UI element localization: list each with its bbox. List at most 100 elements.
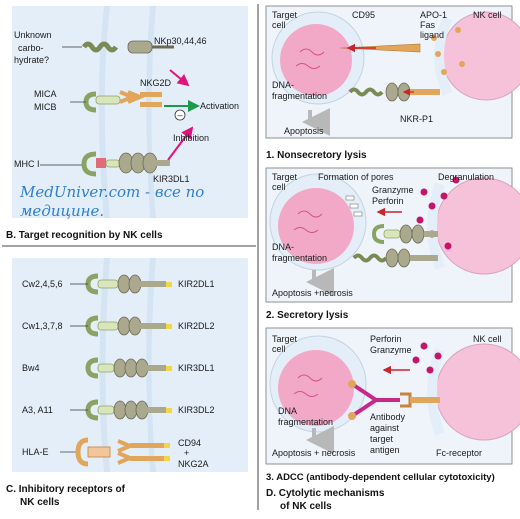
panel-d-caption-line-2: of NK cells: [280, 501, 332, 512]
d1-target-cell-label-2: cell: [272, 20, 286, 30]
row-4-ligand: A3, A11: [22, 405, 53, 415]
d3-fc-receptor-label: Fc-receptor: [436, 448, 482, 458]
d2-target-label: Target: [272, 172, 298, 182]
d2-target-label-2: cell: [272, 182, 286, 192]
nkg2d-activation-arrow: [169, 69, 190, 87]
d2-fragmentation-label: fragmentation: [272, 253, 327, 263]
label-nkg2d: NKG2D: [140, 78, 172, 88]
label-inhibition: Inhibition: [173, 133, 209, 143]
d2-granzyme-label: Granzyme: [372, 185, 414, 195]
label-nkp: NKp30,44,46: [154, 36, 207, 46]
granules-1: [431, 27, 465, 75]
d3-antibody-label-2: against: [370, 423, 400, 433]
d3-target-label: Target: [272, 334, 298, 344]
label-hydrate: hydrate?: [14, 55, 49, 65]
d1-apoptosis-label: Apoptosis: [284, 126, 324, 136]
label-activation: Activation: [200, 101, 239, 111]
granules-3: [412, 342, 442, 374]
d1-dna-label: DNA-: [272, 80, 294, 90]
d2-apoptosis-label: Apoptosis +necrosis: [272, 288, 353, 298]
label-unknown: Unknown: [14, 30, 52, 40]
target-nucleus-2: [278, 188, 354, 264]
inhibitory-row-1: [70, 273, 172, 295]
row-2-receptor: KIR2DL2: [178, 321, 215, 331]
d1-cd95-label: CD95: [352, 10, 375, 20]
d3-antibody-label-1: Antibody: [370, 412, 406, 422]
d1-target-cell-label: Target: [272, 10, 298, 20]
d2-carbohydrate-shape: [352, 253, 388, 263]
row-5-receptor-cd94: CD94: [178, 438, 201, 448]
pores: [345, 195, 363, 217]
d3-granzyme-label: Granzyme: [370, 345, 412, 355]
d3-target-label-2: cell: [272, 344, 286, 354]
panel-d2-caption: 2. Secretory lysis: [266, 310, 349, 321]
carbohydrate-ligand-shape: [81, 41, 119, 53]
inhibition-symbol: [174, 109, 186, 121]
d1-nk-cell-label: NK cell: [473, 10, 502, 20]
panel-d2-secretory-lysis: Target cell Formation of pores Degranula…: [265, 167, 520, 321]
nkp-receptor-shape: [127, 40, 174, 54]
panel-d3-caption: 3. ADCC (antibody-dependent cellular cyt…: [266, 472, 495, 483]
d1-apo1-label: APO-1: [420, 10, 447, 20]
kir3dl1-receptor-shape: [118, 152, 170, 174]
inhibition-arrow: [167, 126, 194, 161]
d2-perforin-label: Perforin: [372, 196, 404, 206]
d2-receptor-pair: [371, 224, 438, 244]
d2-dna-label: DNA-: [272, 242, 294, 252]
d3-nk-cell-label: NK cell: [473, 334, 502, 344]
panel-d3-adcc: Target cell NK cell Perforin Granzyme DN…: [265, 327, 520, 483]
panel-d1-caption: 1. Nonsecretory lysis: [266, 150, 367, 161]
panel-d-caption-line-1: D. Cytolytic mechanisms: [266, 488, 385, 499]
d3-dna-label: DNA: [278, 406, 297, 416]
nkr-p1-receptor-shape: [385, 82, 440, 102]
row-1-ligand: Cw2,4,5,6: [22, 279, 63, 289]
panel-b-background: [12, 6, 248, 218]
row-5-receptor-plus: +: [184, 448, 189, 458]
d1-fas-label: Fas: [420, 20, 436, 30]
d1-fragmentation-label: fragmentation: [272, 91, 327, 101]
inhibitory-row-5: [60, 437, 170, 467]
label-kir3dl1: KIR3DL1: [153, 174, 190, 184]
row-2-ligand: Cw1,3,7,8: [22, 321, 63, 331]
d3-antibody-label-3: target: [370, 434, 394, 444]
d2-degranulation-label: Degranulation: [438, 172, 494, 182]
d1-nkr-p1-label: NKR-P1: [400, 114, 433, 124]
d3-apoptosis-label: Apoptosis + necrosis: [272, 448, 356, 458]
d3-antibody-label-4: antigen: [370, 445, 400, 455]
panel-c-inhibitory-receptors: Cw2,4,5,6 KIR2DL1 Cw1,3,7,8 KIR2DL2 Bw4 …: [6, 258, 248, 508]
d1-ligand-label: ligand: [420, 30, 444, 40]
label-mhc-i: MHC I: [14, 159, 40, 169]
d2-receptor-lower: [385, 248, 438, 268]
row-3-ligand: Bw4: [22, 363, 40, 373]
fc-receptor-shape: [400, 392, 440, 408]
inhibitory-row-4: [70, 399, 172, 421]
dna-strands-3: [293, 374, 323, 397]
target-nucleus-3: [278, 350, 354, 426]
nkg2d-receptor-shape: [119, 90, 162, 107]
fas-ligand-shape: [339, 43, 421, 53]
watermark-line-2: медицине.: [20, 202, 104, 220]
d3-perforin-label: Perforin: [370, 334, 402, 344]
panel-b-caption: B. Target recognition by NK cells: [6, 230, 163, 241]
watermark-line-1: MedUniver.com - все по: [19, 183, 204, 201]
target-nucleus-1: [280, 24, 352, 96]
mhc-i-ligand-shape: [40, 151, 121, 177]
row-1-receptor: KIR2DL1: [178, 279, 215, 289]
dna-strands-1: [295, 48, 325, 69]
panel-d1-nonsecretory-lysis: Target cell NK cell CD95 APO-1 Fas ligan…: [265, 5, 520, 161]
d3-fragmentation-label: fragmentation: [278, 417, 333, 427]
row-3-receptor: KIR3DL1: [178, 363, 215, 373]
row-5-receptor-nkg2a: NKG2A: [178, 459, 209, 469]
minus-sign: –: [177, 110, 182, 120]
inhibitory-row-3: [85, 357, 172, 379]
label-mica: MICA: [34, 89, 57, 99]
row-5-ligand: HLA-E: [22, 447, 49, 457]
dna-strands-2: [293, 210, 323, 233]
d2-pores-label: Formation of pores: [318, 172, 394, 182]
panel-c-caption-line-1: C. Inhibitory receptors of: [6, 484, 126, 495]
panel-c-caption-line-2: NK cells: [20, 497, 60, 508]
inhibitory-row-2: [70, 315, 172, 337]
label-carbo: carbo-: [18, 43, 44, 53]
